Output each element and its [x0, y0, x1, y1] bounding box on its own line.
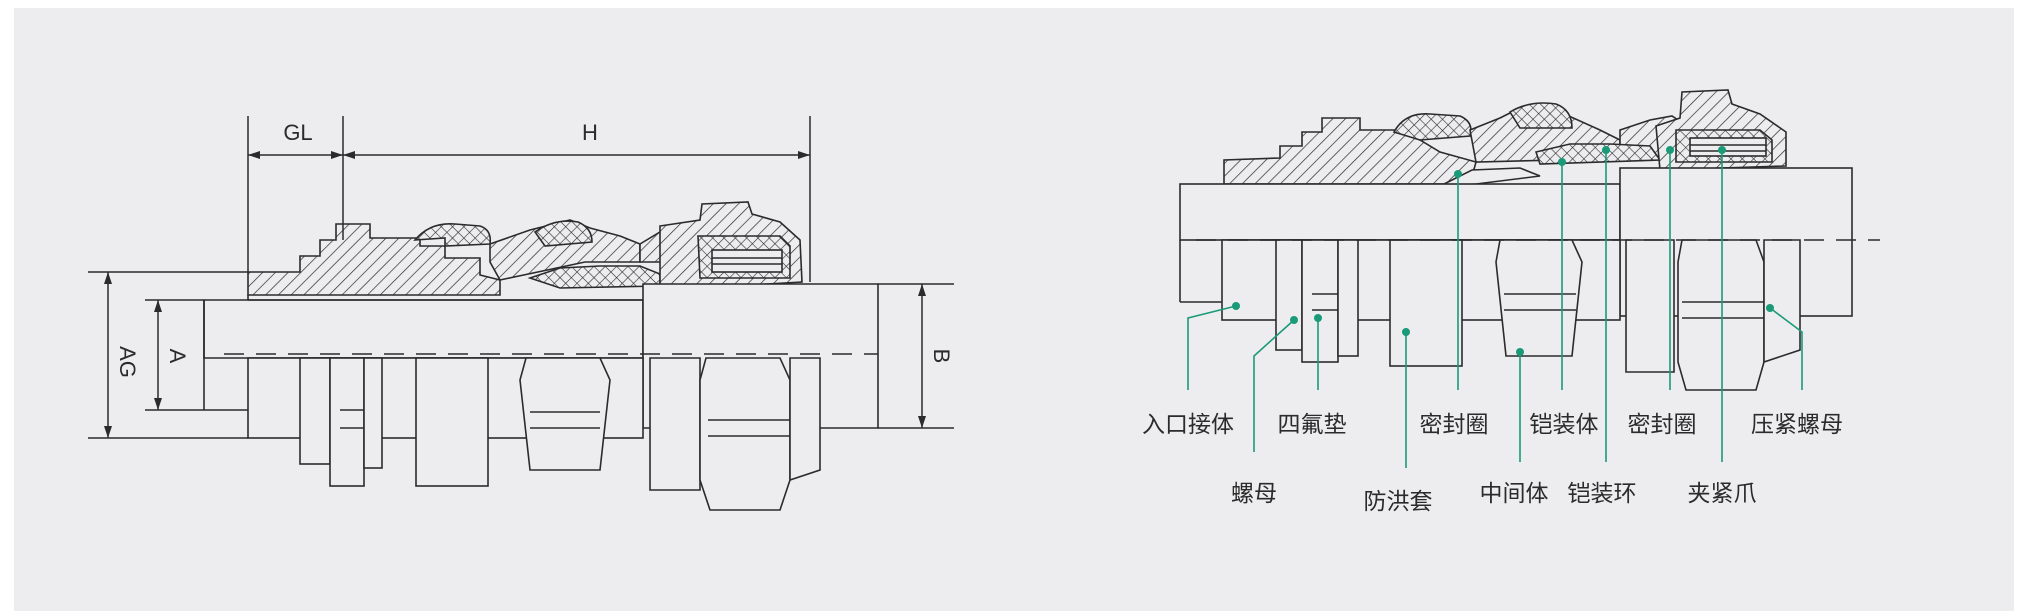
label-flood-sleeve: 防洪套 [1364, 489, 1433, 515]
dim-ag-label: AG [115, 346, 140, 378]
label-armor-body: 铠装体 [1530, 412, 1599, 438]
label-entry-body: 入口接体 [1142, 412, 1234, 438]
label-clamp-claw: 夹紧爪 [1688, 481, 1757, 507]
dim-a-label: A [165, 349, 190, 364]
dim-h-label: H [582, 120, 598, 145]
dim-gl-label: GL [283, 120, 312, 145]
label-seal-ring-1: 密封圈 [1420, 412, 1489, 438]
label-middle-body: 中间体 [1480, 481, 1549, 507]
label-seal-ring-2: 密封圈 [1628, 412, 1697, 438]
left-cable-gland-drawing: GL H AG A B [88, 116, 954, 511]
label-compression-nut: 压紧螺母 [1751, 412, 1843, 438]
right-cable-gland-drawing: 入口接体 四氟垫 密封圈 铠装体 密封圈 压紧螺母 螺母 防洪套 中间体 铠装环… [1142, 89, 1880, 515]
label-ptfe-gasket: 四氟垫 [1278, 412, 1347, 438]
dim-b-label: B [929, 349, 954, 364]
label-armor-ring: 铠装环 [1568, 481, 1637, 507]
label-nut: 螺母 [1231, 481, 1277, 507]
